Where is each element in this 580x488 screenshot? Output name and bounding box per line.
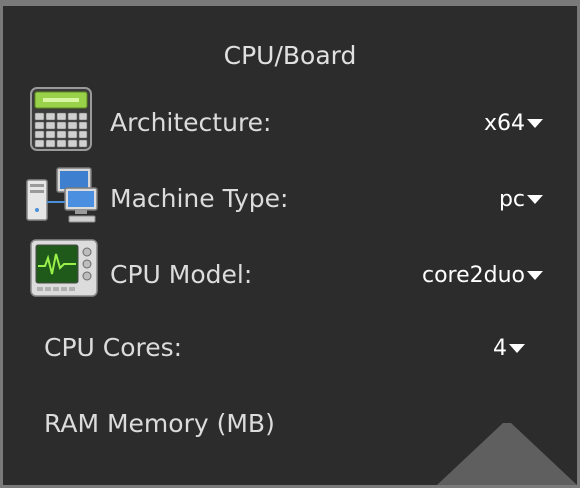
machine-type-value: pc [498, 186, 525, 212]
caret-down-icon [527, 195, 543, 204]
machine-type-row: Machine Type: pc [3, 162, 577, 232]
architecture-value: x64 [483, 110, 525, 136]
ram-memory-row: RAM Memory (MB) [3, 392, 577, 462]
architecture-label: Architecture: [110, 108, 272, 137]
caret-down-icon [527, 271, 543, 280]
cpu-cores-dropdown[interactable]: 4 [493, 331, 525, 365]
calculator-icon [25, 86, 99, 152]
architecture-row: Architecture: x64 [3, 86, 577, 156]
architecture-dropdown[interactable]: x64 [484, 106, 543, 140]
caret-down-icon [509, 344, 525, 353]
cpu-board-panel: CPU/Board Architecture: x64 [3, 6, 577, 485]
network-computers-icon [25, 162, 99, 228]
machine-type-dropdown[interactable]: pc [499, 182, 543, 216]
system-monitor-icon [29, 236, 103, 302]
cpu-model-row: CPU Model: core2duo [3, 236, 577, 306]
cpu-model-dropdown[interactable]: core2duo [422, 258, 543, 292]
cpu-cores-row: CPU Cores: 4 [3, 316, 577, 386]
cpu-cores-value: 4 [493, 335, 507, 361]
caret-down-icon [527, 119, 543, 128]
cpu-cores-label: CPU Cores: [44, 333, 183, 362]
machine-type-label: Machine Type: [110, 184, 289, 213]
cpu-model-label: CPU Model: [110, 260, 253, 289]
cpu-model-value: core2duo [421, 262, 525, 288]
scroll-up-button[interactable] [437, 423, 577, 485]
ram-memory-label: RAM Memory (MB) [44, 409, 275, 438]
section-title: CPU/Board [223, 41, 357, 70]
